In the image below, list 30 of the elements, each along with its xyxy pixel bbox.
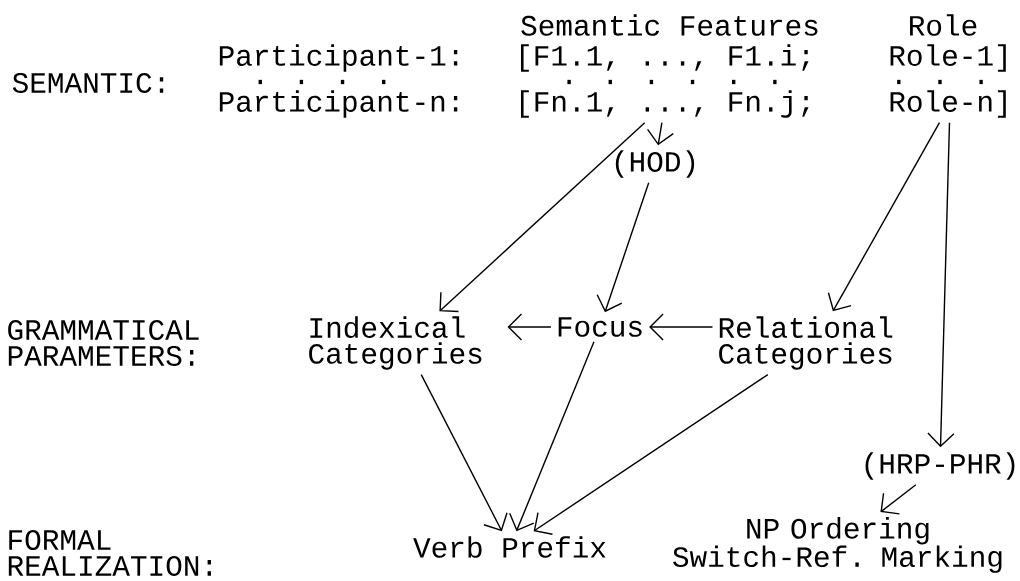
column-heading: Semantic Features — [521, 14, 818, 36]
arrow — [827, 122, 941, 312]
ellipsis-dots: . . . . — [258, 79, 386, 85]
arrow — [880, 484, 917, 515]
category-label: Verb Prefix — [413, 536, 606, 558]
arrow — [420, 373, 508, 532]
ellipsis-dots: . . . . . . — [567, 79, 777, 85]
row-label: Participant-n: — [219, 90, 458, 118]
arrow — [533, 373, 769, 535]
level-label: GRAMMATICAL PARAMETERS: — [8, 320, 199, 366]
column-heading: Role — [910, 14, 977, 36]
arrow — [509, 341, 595, 532]
category-label: Relational Categories — [719, 316, 893, 370]
arrow — [649, 313, 714, 341]
arrow — [596, 182, 650, 313]
rule-label: (HOD) — [615, 150, 695, 178]
rule-label: (HRP-PHR) — [865, 452, 1015, 480]
row-label: Participant-1: — [219, 44, 458, 72]
feature-list: [F1.1, ..., F1.i; — [521, 44, 809, 72]
category-label: Focus — [558, 317, 642, 337]
level-label: SEMANTIC: — [12, 73, 164, 93]
feature-list: [Fn.1, ..., Fn.j; — [521, 90, 809, 118]
category-label: Indexical Categories — [309, 316, 482, 370]
category-label: NP Ordering Switch-Ref. Marking — [673, 517, 1002, 573]
role-label: Role-n] — [890, 90, 1006, 118]
ellipsis-dots: . . . — [897, 79, 983, 85]
role-label: Role-1] — [890, 44, 1006, 72]
arrow — [927, 122, 955, 448]
arrow — [439, 122, 646, 313]
level-label: FORMAL REALIZATION: — [8, 530, 211, 576]
